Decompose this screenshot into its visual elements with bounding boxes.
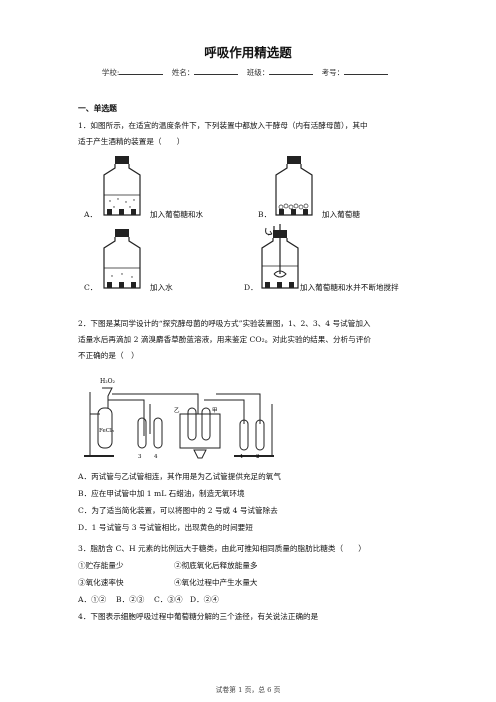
q2-stem-line3: 不正确的是（ ）	[78, 351, 139, 360]
school-blank[interactable]	[119, 66, 164, 75]
q1-stem-line2: 适于产生酒精的装置是（ ）	[78, 137, 185, 146]
number-blank[interactable]	[344, 66, 389, 75]
page-footer: 试卷第 1 页，总 6 页	[215, 686, 281, 694]
name-label: 姓名：	[171, 68, 195, 77]
class-label: 班级：	[246, 68, 270, 77]
school-label: 学校:	[101, 68, 120, 77]
bottle-a-figure	[103, 156, 141, 216]
yeast-respiration-apparatus: H₂O₂ FeCl₃ 乙 甲 3 4 1 2	[84, 378, 274, 460]
fig-label-h2o2: H₂O₂	[100, 378, 116, 385]
q1-option-c-text: 加入水	[150, 283, 173, 292]
fig-label-fecl3: FeCl₃	[99, 428, 114, 434]
fig-label-jia: 甲	[212, 407, 218, 414]
student-info-line: 学校: 姓名： 班级： 考号：	[0, 66, 496, 78]
q3-statement-1: ①贮存能量少	[78, 561, 124, 570]
q4-stem: 4．下图表示细胞呼吸过程中葡萄糖分解的三个途径，有关说法正确的是	[78, 612, 319, 621]
fig-label-4: 4	[154, 454, 158, 460]
q1-option-b-letter[interactable]: B．	[258, 210, 272, 219]
q3-stem: 3．脂肪含 C、H 元素的比例远大于糖类，由此可推知相同质量的脂肪比糖类（ ）	[78, 544, 366, 553]
fig-label-yi: 乙	[174, 407, 180, 414]
q2-option-c[interactable]: C．为了适当简化装置，可以将图中的 2 号或 4 号试管除去	[78, 506, 278, 515]
q2-stem-line1: 2．下图是某同学设计的“探究酵母菌的呼吸方式”实验装置图，1、2、3、4 号试管…	[78, 319, 371, 328]
q3-answer-c[interactable]: C．③④	[154, 595, 183, 604]
number-label: 考号：	[321, 68, 345, 77]
q3-statement-3: ③氧化速率快	[78, 578, 124, 587]
q1-option-d-text: 加入葡萄糖和水并不断地搅拌	[300, 283, 399, 292]
q1-option-b-text: 加入葡萄糖	[322, 210, 360, 219]
page-title: 呼吸作用精选题	[204, 45, 292, 60]
q3-statement-4: ④氧化过程中产生水量大	[174, 578, 258, 587]
q2-option-d[interactable]: D．1 号试管与 3 号试管相比，出现黄色的时间要短	[78, 523, 253, 532]
q1-option-a-text: 加入葡萄糖和水	[150, 210, 204, 219]
q3-answer-a[interactable]: A．①②	[78, 595, 107, 604]
section-heading: 一、单选题	[78, 104, 117, 113]
class-blank[interactable]	[269, 66, 314, 75]
bottle-d-figure	[261, 224, 299, 289]
q1-stem-line1: 1．如图所示，在适宜的温度条件下，下列装置中都放入干酵母（内有活酵母菌），其中	[78, 121, 368, 130]
q3-statement-2: ②彻底氧化后释放能量多	[174, 561, 258, 570]
bottle-b-figure	[275, 156, 313, 216]
q2-option-a[interactable]: A．丙试管与乙试管相连，其作用是为乙试管提供充足的氧气	[78, 472, 281, 481]
fig-label-2: 2	[256, 454, 260, 460]
q2-stem-line2: 适量水后再滴加 2 滴溴麝香草酚蓝溶液，用来鉴定 CO₂。对此实验的结果、分析与…	[78, 335, 371, 344]
q3-answer-b[interactable]: B．②③	[116, 595, 145, 604]
q2-option-b[interactable]: B．应在甲试管中加 1 mL 石蜡油，制造无氧环境	[78, 489, 245, 498]
q1-option-d-letter[interactable]: D．	[244, 283, 258, 292]
fig-label-1: 1	[240, 454, 244, 460]
q1-option-c-letter[interactable]: C．	[84, 283, 98, 292]
bottle-c-figure	[103, 229, 141, 289]
q1-option-a-letter[interactable]: A．	[84, 210, 98, 219]
fig-label-3: 3	[138, 454, 142, 460]
q3-answer-d[interactable]: D．②④	[190, 595, 219, 604]
name-blank[interactable]	[194, 66, 239, 75]
